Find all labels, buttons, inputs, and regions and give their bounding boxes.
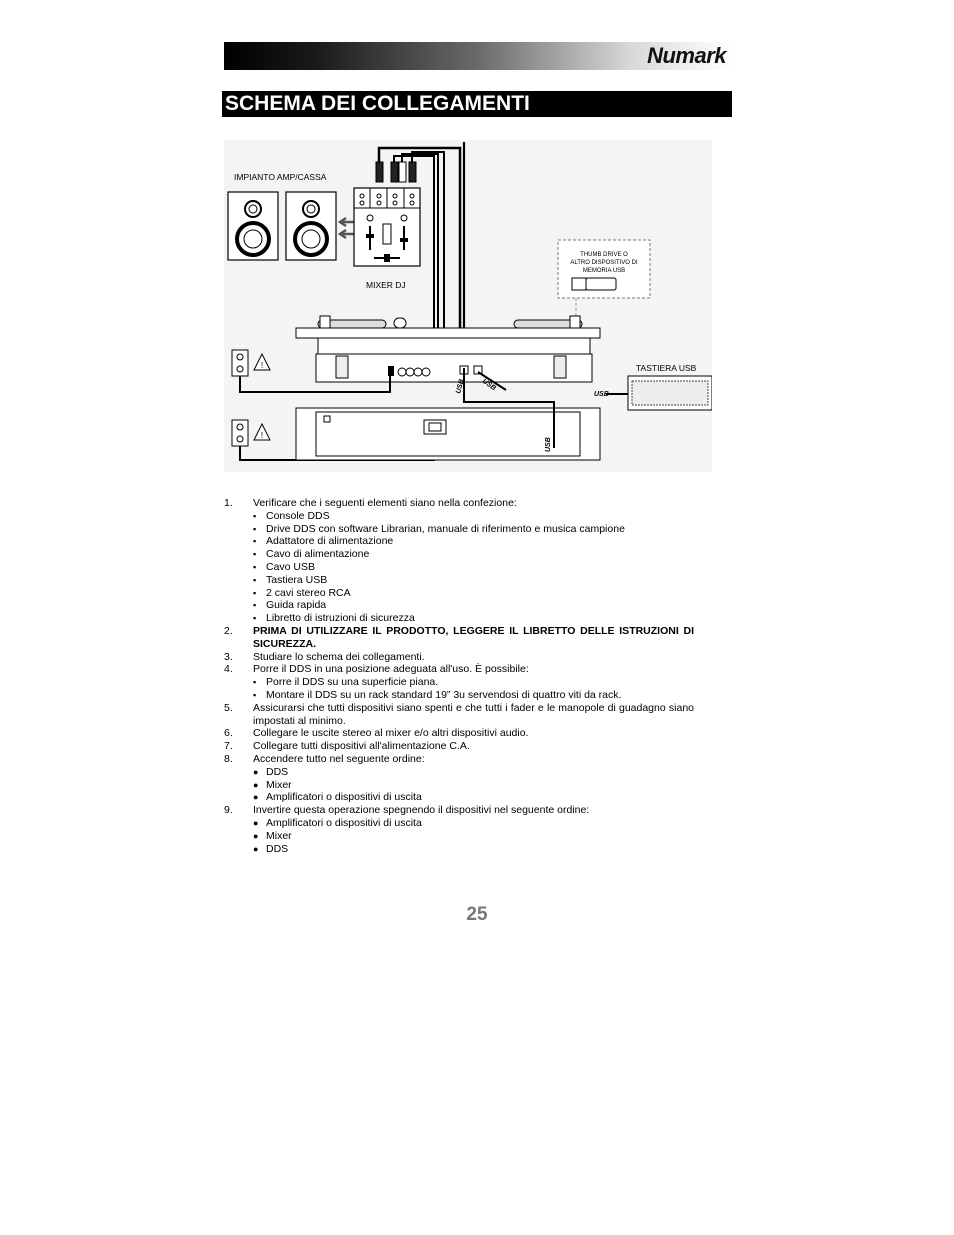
- step-6: 6. Collegare le uscite stereo al mixer e…: [224, 727, 529, 740]
- page-title: SCHEMA DEI COLLEGAMENTI: [225, 92, 530, 115]
- connection-diagram: IMPIANTO AMP/CASSA M: [224, 140, 712, 472]
- step-4: 4. Porre il DDS in una posizione adeguat…: [224, 663, 529, 676]
- speaker-left: [227, 191, 279, 261]
- usb-keyboard: [627, 375, 712, 411]
- step-7: 7. Collegare tutti dispositivi all'alime…: [224, 740, 470, 753]
- brand-logo: Numark: [647, 43, 726, 68]
- list-item: ▪Libretto di istruzioni di sicurezza: [253, 612, 415, 625]
- step-8: 8. Accendere tutto nel seguente ordine:: [224, 752, 425, 765]
- list-item: ▪Cavo USB: [253, 560, 316, 573]
- dds-rack-drive: [295, 407, 601, 461]
- list-item: ●DDS: [253, 765, 289, 778]
- section-title-bar: SCHEMA DEI COLLEGAMENTI: [222, 91, 732, 117]
- thumb-drive-box: THUMB DRIVE O ALTRO DISPOSITIVO DI MEMOR…: [557, 239, 651, 318]
- list-item: ▪Cavo di alimentazione: [253, 548, 370, 561]
- list-item: ▪2 cavi stereo RCA: [253, 586, 351, 599]
- svg-text:!: !: [261, 431, 263, 440]
- step-1: 1. Verificare che i seguenti elementi si…: [224, 497, 517, 509]
- arrow-icon: [337, 216, 354, 240]
- list-item: ●Amplificatori o dispositivi di uscita: [253, 791, 422, 804]
- list-item: ▪Tastiera USB: [253, 573, 328, 586]
- list-item: ▪Guida rapida: [253, 599, 327, 612]
- outlet-icon: !: [231, 419, 271, 447]
- page-number: 25: [466, 904, 488, 925]
- step-5: 5. Assicurarsi che tutti dispositivi sia…: [224, 701, 694, 727]
- step-2: 2. PRIMA DI UTILIZZARE IL PRODOTTO, LEGG…: [224, 624, 694, 650]
- svg-text:ALTRO DISPOSITIVO DI: ALTRO DISPOSITIVO DI: [570, 260, 638, 266]
- usb-label: USB: [594, 391, 609, 398]
- list-item: ▪Console DDS: [253, 509, 330, 522]
- svg-text:THUMB DRIVE O: THUMB DRIVE O: [580, 252, 628, 258]
- list-item: ●Mixer: [253, 829, 292, 842]
- dj-mixer: [353, 187, 421, 267]
- step-9: 9. Invertire questa operazione spegnendo…: [224, 804, 590, 817]
- outlet-icon: !: [231, 349, 271, 377]
- speaker-right: [285, 191, 337, 261]
- list-item: ●DDS: [253, 842, 289, 855]
- usb-label: USB: [455, 378, 466, 394]
- list-item: ●Amplificatori o dispositivi di uscita: [253, 816, 422, 829]
- header-gradient-bar: Numark: [224, 42, 732, 70]
- list-item: ▪Montare il DDS su un rack standard 19” …: [253, 688, 622, 701]
- speakers-label: IMPIANTO AMP/CASSA: [234, 172, 327, 182]
- list-item: ▪Adattatore di alimentazione: [253, 535, 394, 548]
- usb-label: USB: [545, 437, 552, 452]
- usb-cables: [463, 368, 628, 448]
- svg-text:MEMORIA USB: MEMORIA USB: [583, 268, 625, 274]
- instructions-list: 1. Verificare che i seguenti elementi si…: [224, 497, 694, 855]
- list-item: ▪Drive DDS con software Librarian, manua…: [253, 522, 625, 535]
- svg-text:!: !: [261, 361, 263, 370]
- list-item: ●Mixer: [253, 778, 292, 791]
- list-item: ▪Porre il DDS su una superficie piana.: [253, 676, 439, 689]
- mixer-label: MIXER DJ: [366, 280, 406, 290]
- step-3: 3. Studiare lo schema dei collegamenti.: [224, 650, 425, 663]
- keyboard-label: TASTIERA USB: [636, 363, 697, 373]
